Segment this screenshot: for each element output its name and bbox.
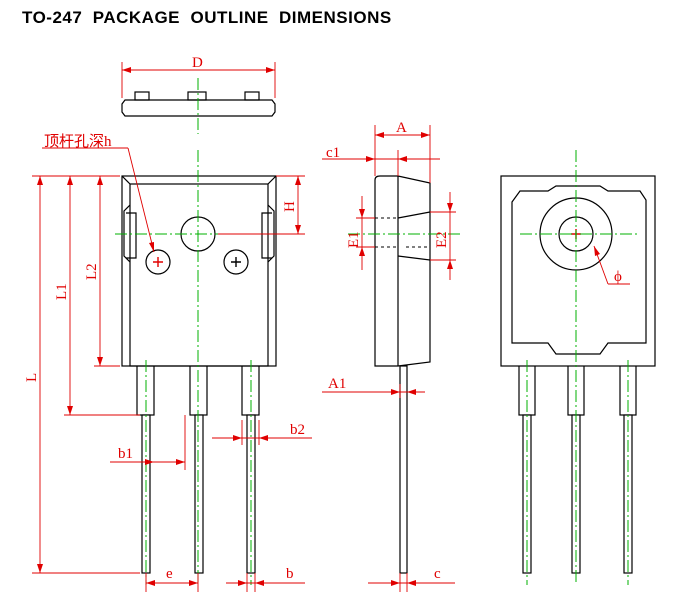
front-view [115,150,285,585]
label-c1: c1 [326,145,340,161]
label-b1: b1 [118,446,133,462]
label-H: H [282,201,298,212]
label-phi: ϕ [614,269,622,285]
label-b: b [286,566,294,582]
back-view [500,150,656,585]
top-view [121,62,276,134]
label-L1: L1 [54,283,70,300]
label-L2: L2 [84,263,100,280]
dimension-labels: D A c1 顶杆孔深h b1 b2 e b c A1 ϕ L L1 L2 H … [24,55,622,582]
label-D: D [192,55,203,71]
label-A: A [396,120,407,136]
side-dimensions [322,125,456,592]
label-E2: E2 [434,231,450,248]
label-e: e [166,566,173,582]
front-dimensions [32,147,312,592]
label-ejector-pin: 顶杆孔深h [44,133,112,150]
label-b2: b2 [290,422,305,438]
page-title: TO-247 PACKAGE OUTLINE DIMENSIONS [22,8,392,27]
label-L: L [24,373,40,382]
label-E1: E1 [346,231,362,248]
label-c: c [434,566,441,582]
side-view [348,175,460,574]
label-A1: A1 [328,376,346,392]
